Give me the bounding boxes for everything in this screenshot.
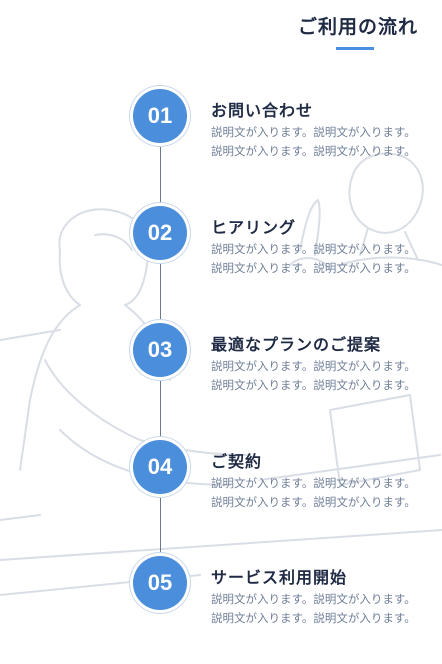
step-4: 04 ご契約 説明文が入ります。説明文が入ります。 説明文が入ります。説明文が入… bbox=[0, 440, 442, 520]
step-title: ご契約 bbox=[211, 452, 263, 471]
step-description-line: 説明文が入ります。説明文が入ります。 bbox=[211, 143, 416, 158]
step-number-badge: 04 bbox=[133, 440, 187, 494]
step-description-line: 説明文が入ります。説明文が入ります。 bbox=[211, 242, 416, 256]
step-3: 03 最適なプランのご提案 説明文が入ります。説明文が入ります。 説明文が入りま… bbox=[0, 323, 442, 403]
step-title: サービス利用開始 bbox=[211, 568, 348, 587]
step-description: 説明文が入ります。説明文が入ります。 説明文が入ります。説明文が入ります。 bbox=[211, 590, 442, 627]
step-description-line: 説明文が入ります。説明文が入ります。 bbox=[211, 260, 416, 275]
title-underline bbox=[336, 47, 374, 50]
step-description-line: 説明文が入ります。説明文が入ります。 bbox=[211, 377, 416, 392]
step-title: ヒアリング bbox=[211, 218, 297, 237]
step-number-badge: 05 bbox=[133, 556, 187, 610]
step-description-line: 説明文が入ります。説明文が入ります。 bbox=[211, 359, 416, 373]
step-number-badge: 03 bbox=[133, 323, 187, 377]
step-description: 説明文が入ります。説明文が入ります。 説明文が入ります。説明文が入ります。 bbox=[211, 474, 442, 511]
step-description: 説明文が入ります。説明文が入ります。 説明文が入ります。説明文が入ります。 bbox=[211, 123, 442, 160]
step-description-line: 説明文が入ります。説明文が入ります。 bbox=[211, 494, 416, 509]
step-2: 02 ヒアリング 説明文が入ります。説明文が入ります。 説明文が入ります。説明文… bbox=[0, 206, 442, 286]
section-title: ご利用の流れ bbox=[297, 16, 418, 38]
step-1: 01 お問い合わせ 説明文が入ります。説明文が入ります。 説明文が入ります。説明… bbox=[0, 89, 442, 169]
step-number-badge: 01 bbox=[133, 89, 187, 143]
step-description-line: 説明文が入ります。説明文が入ります。 bbox=[211, 125, 416, 139]
step-description: 説明文が入ります。説明文が入ります。 説明文が入ります。説明文が入ります。 bbox=[211, 357, 442, 394]
step-description-line: 説明文が入ります。説明文が入ります。 bbox=[211, 592, 416, 606]
step-title: お問い合わせ bbox=[211, 101, 314, 120]
step-description: 説明文が入ります。説明文が入ります。 説明文が入ります。説明文が入ります。 bbox=[211, 240, 442, 277]
step-description-line: 説明文が入ります。説明文が入ります。 bbox=[211, 610, 416, 625]
step-number-badge: 02 bbox=[133, 206, 187, 260]
step-description-line: 説明文が入ります。説明文が入ります。 bbox=[211, 476, 416, 490]
step-title: 最適なプランのご提案 bbox=[211, 335, 382, 354]
step-5: 05 サービス利用開始 説明文が入ります。説明文が入ります。 説明文が入ります。… bbox=[0, 556, 442, 636]
